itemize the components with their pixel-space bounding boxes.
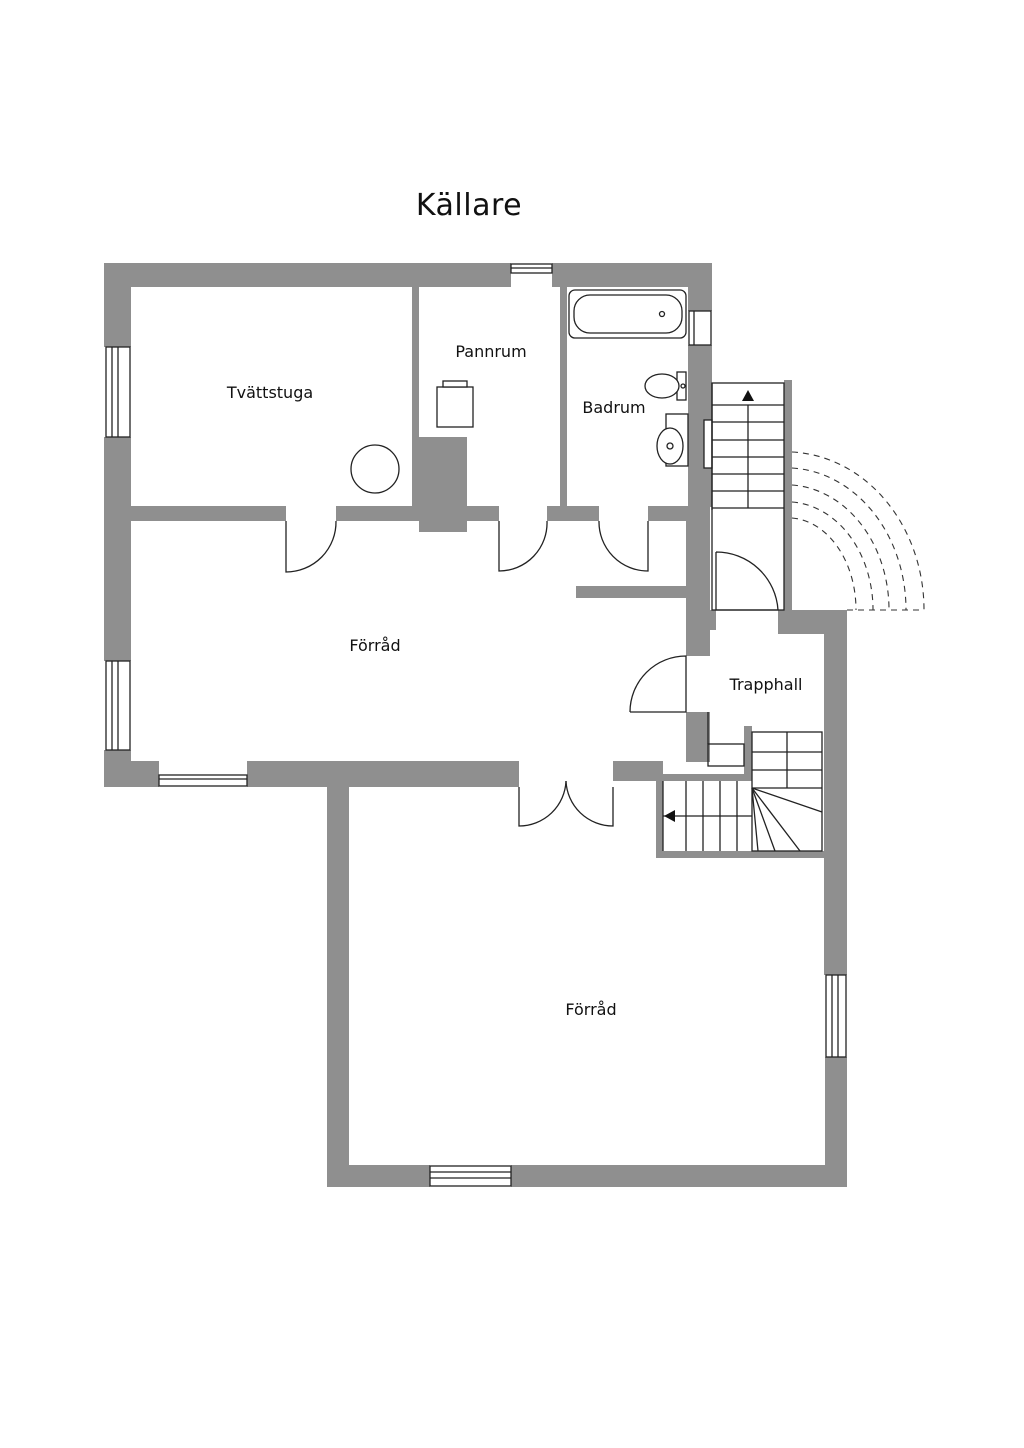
stair-up-arrow <box>742 390 754 401</box>
wall-interior-h2 <box>336 506 499 521</box>
wall-v-tvatt-pann <box>412 287 419 507</box>
wall-left-2 <box>104 437 131 661</box>
wall-lower-bottom-right <box>511 1165 847 1187</box>
wall-right-upper-2 <box>688 345 712 383</box>
room-label-trapphall: Trapphall <box>729 675 803 694</box>
door-double-left <box>518 780 567 827</box>
wall-stair-enclosure-left <box>656 761 663 858</box>
washer <box>350 444 400 494</box>
stair-upper <box>711 382 785 611</box>
doors <box>285 520 779 827</box>
window-bottom-left <box>158 774 248 787</box>
wall-stair-top <box>710 610 716 630</box>
walls <box>104 263 847 1187</box>
wall-lower-left <box>327 787 349 1187</box>
window-stair <box>703 419 713 469</box>
window-lower-right <box>825 974 847 1058</box>
wall-top-left <box>104 263 511 287</box>
windows <box>105 263 847 1187</box>
wall-interior-h3 <box>547 506 599 521</box>
fixtures <box>350 289 689 494</box>
wall-stub <box>576 586 687 598</box>
wall-lower-bottom-left <box>327 1165 430 1187</box>
chimney <box>419 437 467 532</box>
door-badrum <box>598 520 649 572</box>
stair-lower <box>662 712 823 852</box>
wall-left <box>104 263 131 347</box>
toilet-bowl <box>644 373 680 399</box>
wall-v-pann-bad <box>560 287 567 507</box>
bathtub-inner <box>573 294 683 334</box>
door-tvattstuga <box>285 520 337 573</box>
wall-right-upper <box>688 263 712 311</box>
door-trapphall <box>629 655 687 713</box>
stair-down-arrow <box>664 810 675 822</box>
wall-forrad-right <box>686 506 710 656</box>
door-stairwell <box>715 551 779 611</box>
door-double-right <box>565 780 614 827</box>
boiler <box>436 386 474 428</box>
wall-stair-enclosure-mid <box>744 726 752 781</box>
wall-interior-h4 <box>648 506 688 521</box>
room-label-badrum: Badrum <box>582 398 645 417</box>
outdoor-steps <box>791 451 925 611</box>
room-label-pannrum: Pannrum <box>455 342 526 361</box>
room-label-forrad-lower: Förråd <box>565 1000 616 1019</box>
wall-interior-h1 <box>131 506 286 521</box>
wall-stair-enclosure-top <box>656 774 751 781</box>
bathtub-drain <box>658 310 666 318</box>
boiler-top <box>442 380 468 388</box>
window-lower-bottom <box>429 1165 512 1187</box>
wall-lower-right <box>825 1057 847 1187</box>
wall-mid-left <box>104 761 159 787</box>
wall-mid-left-2 <box>247 761 519 787</box>
wall-mid-right <box>613 761 656 781</box>
wall-top-right <box>552 263 712 287</box>
room-label-tvattstuga: Tvättstuga <box>226 383 313 402</box>
door-pannrum <box>498 520 548 572</box>
room-label-forrad-upper: Förråd <box>349 636 400 655</box>
toilet-dot <box>680 383 686 389</box>
sink-drain <box>666 442 674 450</box>
window-bath <box>688 310 712 346</box>
room-labels: Tvättstuga Pannrum Badrum Förråd Trappha… <box>226 342 803 1019</box>
wall-stair-enclosure-bottom <box>656 851 826 858</box>
wall-lower-right-upper <box>825 858 847 975</box>
wall-forrad-right-2 <box>686 712 710 762</box>
wall-stairwell-right <box>784 380 792 612</box>
floor-title: Källare <box>415 188 523 223</box>
